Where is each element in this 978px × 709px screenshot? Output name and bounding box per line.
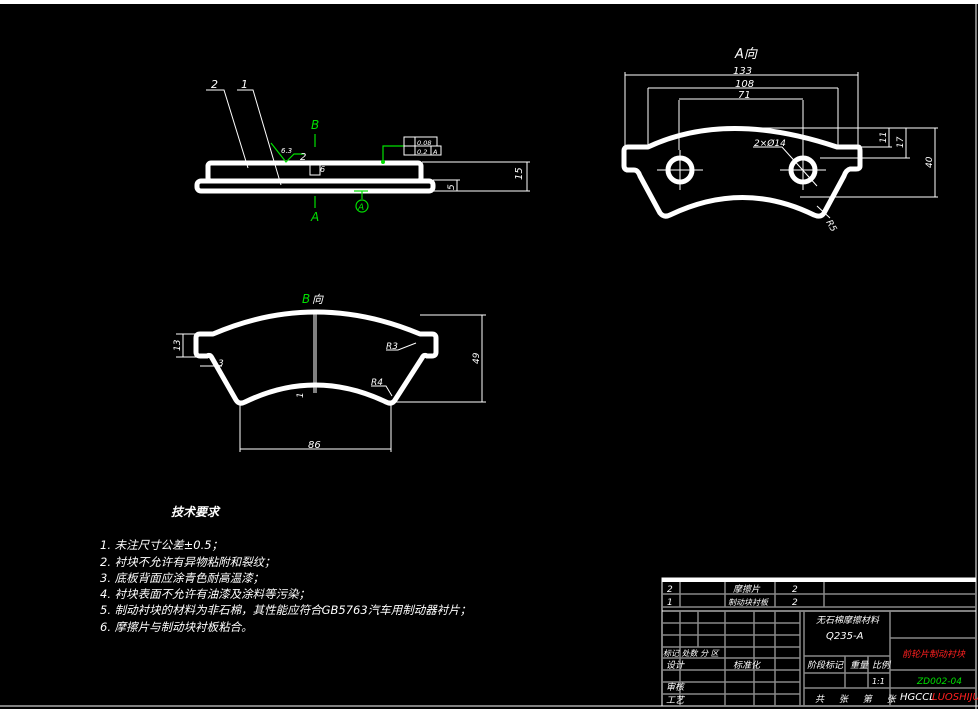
part-qty: 2 — [792, 585, 798, 595]
scale-label: 比例 — [872, 660, 892, 671]
dim-108: 108 — [735, 79, 754, 90]
material: 无石棉摩擦材料 — [816, 615, 880, 626]
process-label: 工艺 — [666, 695, 686, 706]
dim-17: 17 — [896, 136, 906, 148]
drawing-number: ZD002-04 — [916, 677, 962, 687]
material-grade: Q235-A — [826, 631, 864, 642]
parallel-datum: A — [432, 148, 437, 156]
dim-13: 13 — [173, 339, 183, 351]
dim-40: 40 — [925, 156, 935, 168]
dim-15: 15 — [514, 167, 525, 180]
dim-71: 71 — [738, 90, 751, 101]
part-no: 2 — [667, 585, 673, 595]
weight-label: 重量 — [850, 660, 869, 671]
side-view: 15 5 6 2 1 6.3 2 B A A 0.08 0.2 A — [194, 78, 530, 224]
reviewer-label: 审核 — [666, 682, 686, 693]
view-a: A向 133 108 71 11 17 40 2×Ø14 R5 — [621, 47, 938, 235]
dim-49: 49 — [472, 352, 482, 364]
dim-133: 133 — [733, 66, 752, 77]
requirement-item: 1. 未注尺寸公差±0.5； — [100, 538, 223, 552]
radius-r4: R4 — [371, 378, 383, 388]
dim-6: 6 — [320, 165, 325, 174]
leader-2: 2 — [211, 78, 218, 91]
section-a-label: A — [310, 210, 319, 224]
scale-value: 1:1 — [872, 677, 885, 686]
view-a-title: A向 — [734, 47, 758, 62]
view-b-letter: B — [302, 292, 310, 306]
flatness-value: 0.08 — [417, 139, 431, 147]
part-no: 1 — [667, 598, 673, 608]
requirement-item: 4. 衬块表面不允许有油漆及涂料等污染； — [100, 587, 310, 601]
backing-plate-outline — [621, 126, 863, 219]
backing-plate-section — [194, 178, 436, 194]
holes-callout: 2×Ø14 — [754, 138, 786, 149]
datum-label: A — [357, 203, 364, 213]
dim-5: 5 — [447, 184, 457, 190]
requirement-item: 2. 衬块不允许有异物粘附和裂纹； — [100, 555, 276, 569]
roughness-count: 2 — [300, 152, 306, 163]
part-name: 制动块衬板 — [728, 598, 769, 607]
title-block: 2 摩擦片 2 1 制动块衬板 2 标记 处数 分 区 设计 标准化 审核 工艺… — [661, 577, 978, 707]
author: LUOSHIJUN — [932, 692, 978, 703]
technical-requirements: 技术要求 1. 未注尺寸公差±0.5； 2. 衬块不允许有异物粘附和裂纹； 3.… — [100, 505, 471, 634]
requirement-item: 3. 底板背面应涂青色耐高温漆； — [100, 571, 264, 585]
friction-pad-section — [205, 160, 424, 184]
view-b-suffix: 向 — [312, 293, 324, 306]
school-prefix: HGCCL — [900, 692, 935, 703]
requirement-item: 6. 摩擦片与制动块衬板粘合。 — [100, 620, 253, 634]
roughness-symbol — [270, 142, 304, 163]
revision-row: 标记 处数 分 区 — [663, 649, 720, 658]
sheet-count: 共 张 第 张 — [815, 694, 902, 705]
dim-11: 11 — [879, 132, 889, 143]
parallel-frame — [403, 145, 442, 156]
standard-label: 标准化 — [733, 660, 761, 671]
roughness-value: 6.3 — [281, 147, 292, 155]
part-qty: 2 — [792, 598, 798, 608]
frame-top — [0, 0, 978, 4]
drawing-name: 前轮片制动衬块 — [902, 649, 966, 660]
leader-1: 1 — [241, 78, 248, 91]
parallel-value: 0.2 — [417, 148, 427, 156]
requirements-title: 技术要求 — [171, 505, 221, 519]
dim-3: 3 — [218, 359, 224, 369]
radius-r3: R3 — [386, 342, 398, 352]
datum-circle — [355, 199, 369, 213]
requirement-item: 5. 制动衬块的材料为非石棉，其性能应符合GB5763汽车用制动器衬片； — [100, 603, 471, 617]
friction-pad-outline — [193, 309, 439, 406]
stage-mark-label: 阶段标记 — [807, 660, 844, 671]
part-name: 摩擦片 — [733, 584, 761, 595]
dim-1: 1 — [296, 392, 306, 398]
dim-86: 86 — [308, 440, 321, 451]
radius-r5: R5 — [823, 219, 838, 235]
section-b-label: B — [311, 118, 319, 132]
view-b: B 向 13 3 1 49 86 R3 R4 — [173, 292, 486, 452]
designer-label: 设计 — [666, 660, 685, 671]
